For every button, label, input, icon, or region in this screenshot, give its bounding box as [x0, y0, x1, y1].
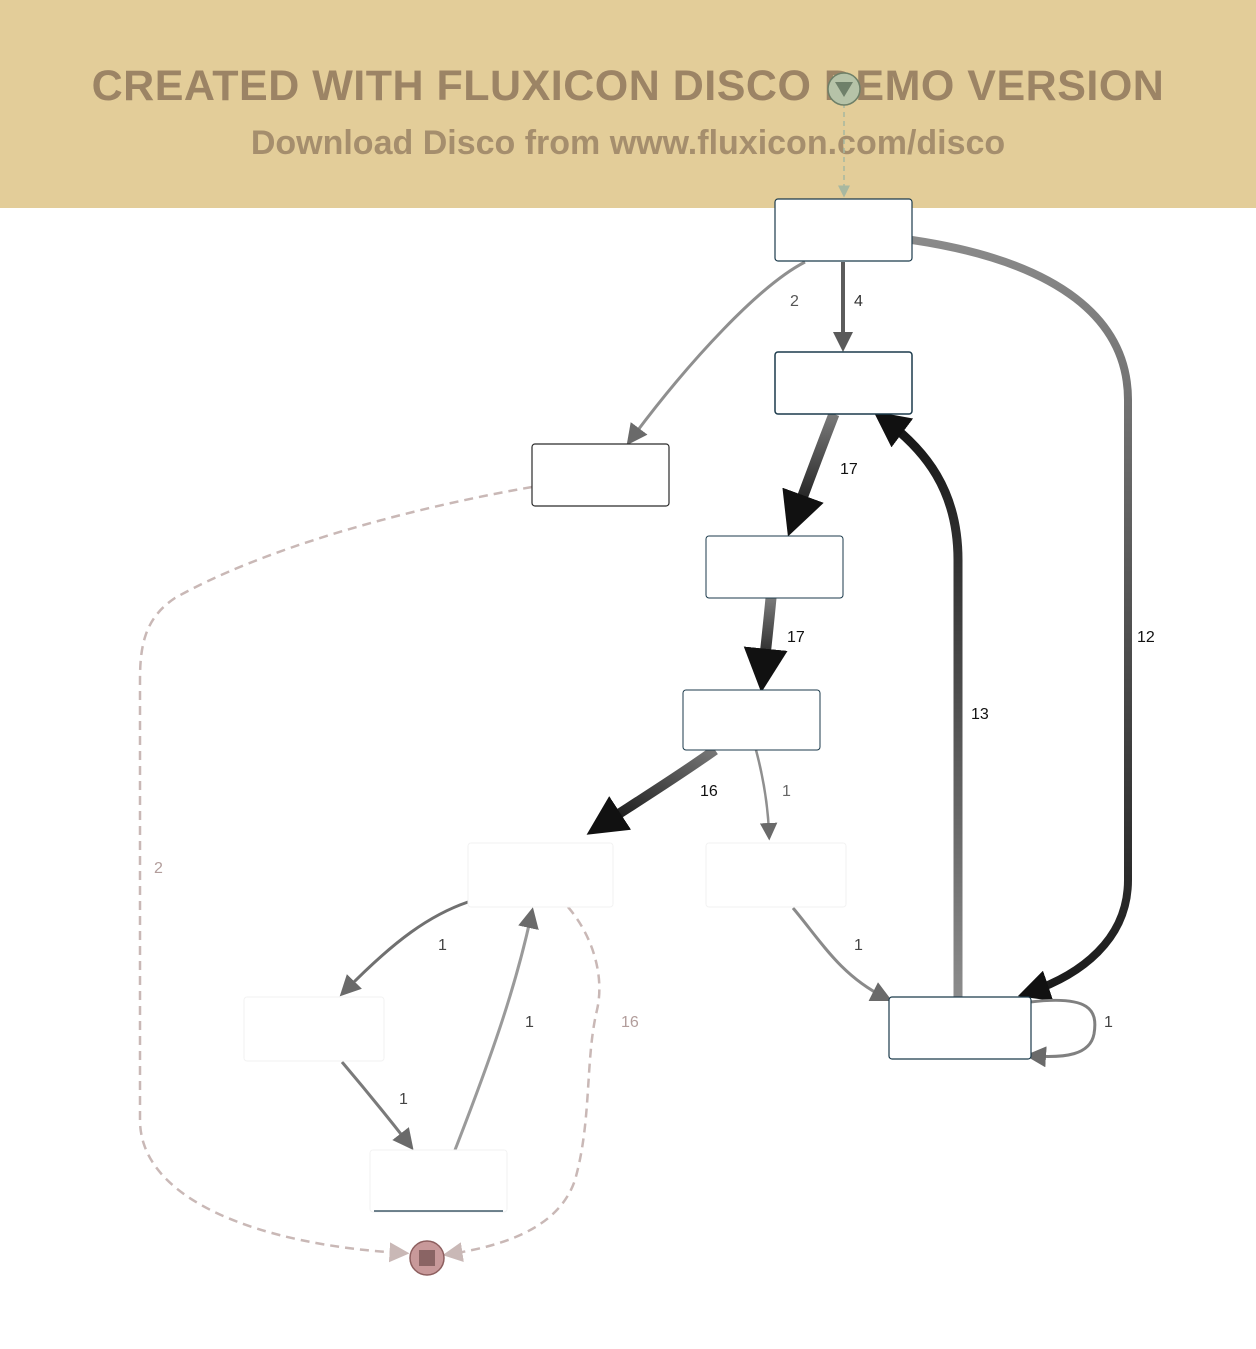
stop-square-icon — [419, 1250, 435, 1266]
edge-i-to-f — [453, 907, 539, 1151]
edge-d-to-e — [743, 597, 788, 693]
edge-b-to-d — [782, 412, 840, 537]
activity-node-i[interactable] — [369, 1149, 508, 1213]
edge-label-e-to-g: 1 — [782, 783, 791, 800]
end-node[interactable] — [409, 1240, 445, 1276]
watermark-title: CREATED WITH FLUXICON DISCO DEMO VERSION — [91, 62, 1165, 110]
edge-label-a-to-b: 4 — [854, 293, 863, 310]
activity-node-f[interactable] — [467, 842, 614, 908]
edge-label-a-to-c: 2 — [790, 293, 799, 310]
watermark-subtitle: Download Disco from www.fluxicon.com/dis… — [250, 124, 1006, 162]
edge-f-to-h — [339, 900, 469, 997]
edge-a-to-j — [911, 236, 1132, 1001]
activity-node-a[interactable] — [774, 198, 913, 262]
edge-label-d-to-e: 17 — [787, 629, 805, 646]
edge-label-h-to-i: 1 — [399, 1091, 408, 1108]
edge-j-self-loop — [1025, 998, 1097, 1068]
activity-node-j[interactable] — [888, 996, 1032, 1060]
edge-c-to-end — [138, 485, 533, 1263]
activity-node-b[interactable] — [774, 351, 913, 415]
start-node[interactable] — [827, 72, 861, 106]
activity-node-h[interactable] — [243, 996, 385, 1062]
edge-e-to-f — [586, 745, 718, 835]
edge-label-g-to-j: 1 — [854, 937, 863, 954]
edge-label-c-to-end: 2 — [154, 860, 163, 877]
edge-label-i-to-f: 1 — [525, 1014, 534, 1031]
edge-f-to-end — [442, 906, 601, 1263]
edge-label-f-to-end: 16 — [621, 1014, 639, 1031]
edge-label-f-to-h: 1 — [438, 937, 447, 954]
edge-h-to-i — [340, 1061, 414, 1151]
edge-label-j-self: 1 — [1104, 1014, 1113, 1031]
edge-g-to-j — [791, 907, 893, 1002]
play-triangle-icon — [835, 82, 853, 97]
demo-watermark-banner: CREATED WITH FLUXICON DISCO DEMO VERSION… — [0, 0, 1256, 208]
edge-label-a-to-j: 12 — [1137, 629, 1155, 646]
activity-node-e[interactable] — [682, 689, 821, 751]
activity-node-d[interactable] — [705, 535, 844, 599]
edge-a-to-c — [626, 260, 806, 446]
activity-node-c[interactable] — [531, 443, 670, 507]
edge-e-to-g — [754, 749, 778, 841]
activity-node-g[interactable] — [705, 842, 847, 908]
edge-label-j-to-b: 13 — [971, 706, 989, 723]
edge-label-b-to-d: 17 — [840, 461, 858, 478]
edge-j-to-b — [873, 411, 963, 997]
edge-label-e-to-f: 16 — [700, 783, 718, 800]
